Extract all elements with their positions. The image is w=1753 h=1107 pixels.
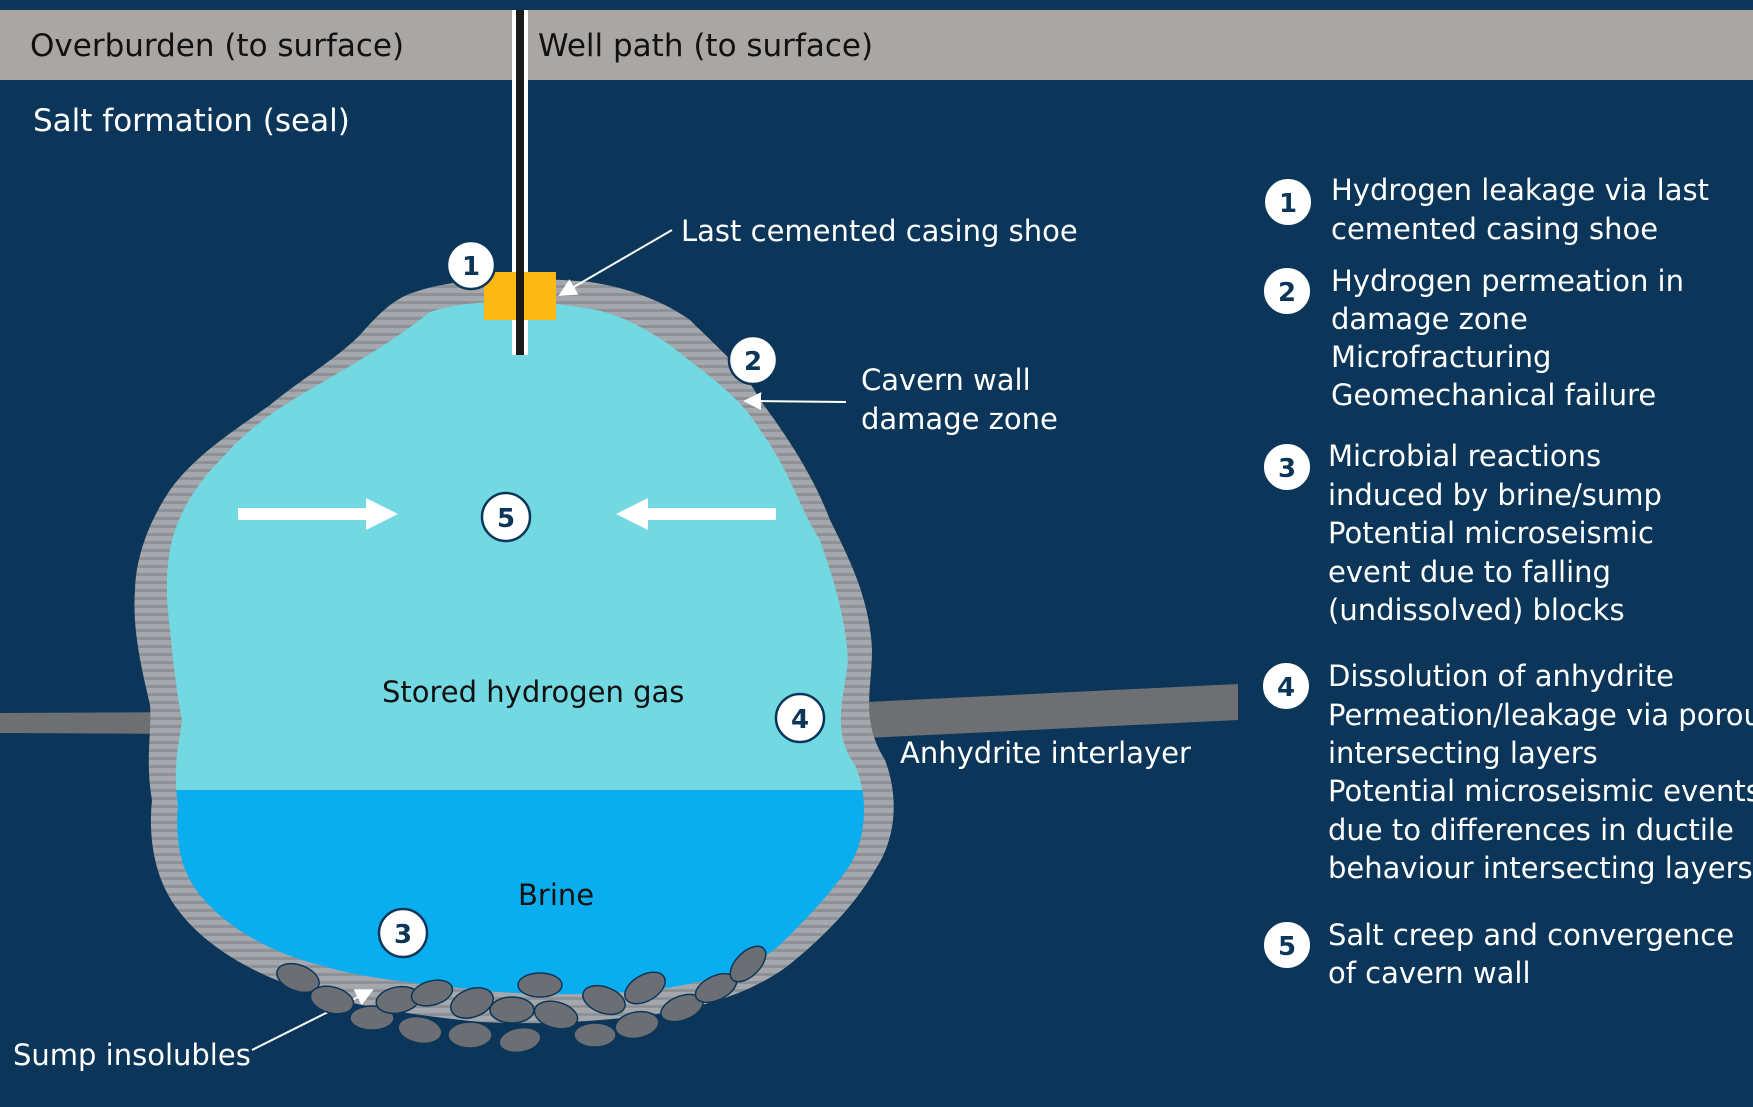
svg-text:damage zone: damage zone	[1331, 302, 1528, 336]
svg-text:event due to falling: event due to falling	[1328, 555, 1611, 589]
anhydrite-label: Anhydrite interlayer	[900, 736, 1191, 770]
svg-text:Salt creep and convergence: Salt creep and convergence	[1328, 918, 1734, 952]
casing-shoe-label: Last cemented casing shoe	[681, 214, 1078, 248]
legend-item-5: 5 Salt creep and convergence of cavern w…	[1262, 918, 1734, 990]
marker-3: 3	[377, 907, 429, 959]
anhydrite-interlayer-right	[825, 684, 1238, 740]
svg-text:1: 1	[1279, 189, 1297, 219]
anhydrite-interlayer-left	[0, 712, 190, 734]
stored-gas-label: Stored hydrogen gas	[382, 675, 684, 709]
svg-text:4: 4	[1277, 673, 1295, 703]
svg-text:3: 3	[1278, 454, 1296, 484]
well-path-label: Well path (to surface)	[538, 28, 873, 64]
svg-text:due to differences in ductile: due to differences in ductile	[1328, 813, 1734, 847]
overburden-label: Overburden (to surface)	[30, 28, 404, 64]
svg-text:3: 3	[394, 920, 412, 950]
svg-text:Permeation/leakage via porous: Permeation/leakage via porous	[1328, 698, 1753, 732]
damage-zone-label-line1: Cavern wall	[861, 363, 1031, 397]
damage-zone-label-line2: damage zone	[861, 402, 1058, 436]
marker-1: 1	[445, 239, 497, 291]
svg-text:Microfracturing: Microfracturing	[1331, 340, 1551, 374]
svg-text:cemented casing shoe: cemented casing shoe	[1331, 212, 1658, 246]
brine-label: Brine	[518, 878, 594, 912]
creep-arrow-right	[238, 498, 398, 530]
svg-text:1: 1	[462, 252, 480, 282]
svg-text:5: 5	[1278, 932, 1296, 962]
svg-text:Hydrogen leakage via last: Hydrogen leakage via last	[1331, 173, 1709, 207]
svg-text:behaviour intersecting layers: behaviour intersecting layers	[1328, 851, 1753, 885]
sump-insolubles-rocks	[276, 945, 767, 1054]
casing-shoe-leader	[558, 229, 673, 296]
cavern-interior	[166, 301, 865, 995]
overburden-band	[0, 10, 1753, 80]
svg-text:of cavern wall: of cavern wall	[1328, 956, 1531, 990]
svg-text:Geomechanical failure: Geomechanical failure	[1331, 378, 1656, 412]
marker-5: 5	[480, 491, 532, 543]
well-bore	[516, 10, 524, 355]
svg-text:2: 2	[744, 347, 762, 377]
svg-text:(undissolved) blocks: (undissolved) blocks	[1328, 593, 1625, 627]
svg-text:induced by brine/sump: induced by brine/sump	[1328, 478, 1662, 512]
svg-text:intersecting layers: intersecting layers	[1328, 736, 1598, 770]
svg-text:Potential microseismic: Potential microseismic	[1328, 516, 1654, 550]
svg-text:4: 4	[791, 705, 809, 735]
sump-label: Sump insolubles	[13, 1038, 251, 1072]
creep-arrow-left	[616, 498, 776, 530]
damage-zone-leader	[743, 392, 847, 411]
casing-shoe-right	[524, 272, 556, 320]
svg-text:Microbial reactions: Microbial reactions	[1328, 439, 1601, 473]
marker-2: 2	[727, 334, 779, 386]
svg-text:Hydrogen permeation in: Hydrogen permeation in	[1331, 264, 1684, 298]
top-border	[0, 0, 1753, 10]
svg-text:Dissolution of anhydrite: Dissolution of anhydrite	[1328, 659, 1674, 693]
legend-item-4: 4 Dissolution of anhydrite Permeation/le…	[1261, 659, 1753, 885]
legend: 1 Hydrogen leakage via last cemented cas…	[1261, 173, 1753, 990]
legend-item-2: 2 Hydrogen permeation in damage zone Mic…	[1262, 264, 1684, 412]
svg-text:5: 5	[497, 504, 515, 534]
salt-formation-label: Salt formation (seal)	[33, 103, 350, 139]
svg-text:Potential microseismic events: Potential microseismic events	[1328, 774, 1753, 808]
svg-text:2: 2	[1278, 278, 1296, 308]
legend-item-1: 1 Hydrogen leakage via last cemented cas…	[1263, 173, 1709, 246]
legend-item-3: 3 Microbial reactions induced by brine/s…	[1262, 439, 1662, 627]
marker-4: 4	[774, 692, 826, 744]
